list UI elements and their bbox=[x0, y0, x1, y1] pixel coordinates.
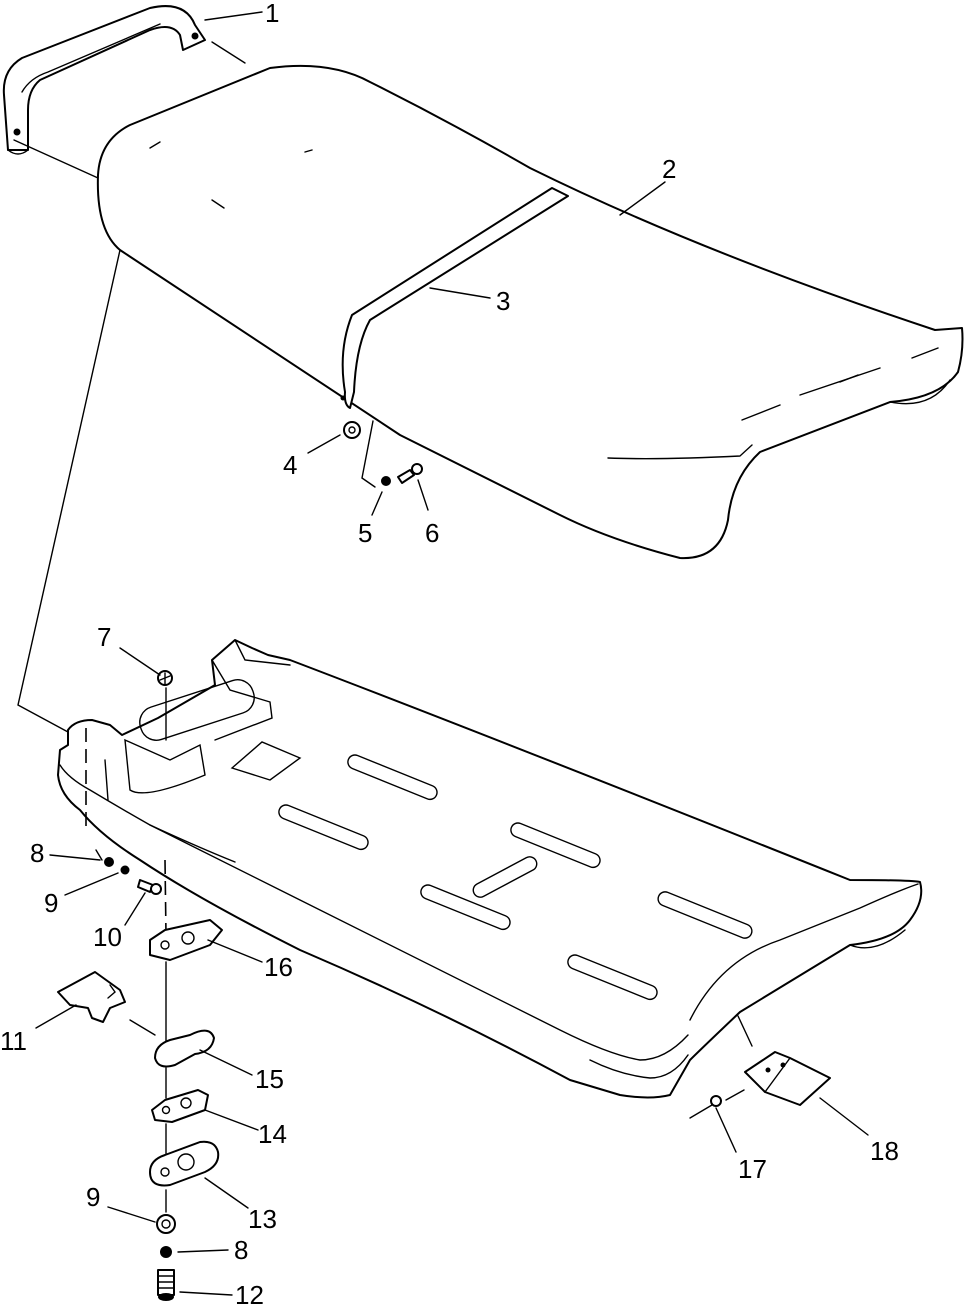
callout-9-upper: 9 bbox=[44, 888, 58, 918]
washer-nut-bolt-set bbox=[85, 728, 162, 895]
callout-16: 16 bbox=[264, 952, 293, 982]
seat-strap-part bbox=[340, 187, 569, 409]
callout-13: 13 bbox=[248, 1204, 277, 1234]
callout-7: 7 bbox=[97, 622, 111, 652]
callout-4: 4 bbox=[283, 450, 297, 480]
strap-fasteners bbox=[343, 420, 423, 488]
callout-3: 3 bbox=[496, 286, 510, 316]
callout-1: 1 bbox=[265, 0, 279, 28]
callout-9-lower: 9 bbox=[86, 1182, 100, 1212]
callout-8-upper: 8 bbox=[30, 838, 44, 868]
callout-10: 10 bbox=[93, 922, 122, 952]
seat-base-part bbox=[57, 639, 923, 1099]
seat-part bbox=[96, 64, 964, 560]
callout-11: 11 bbox=[0, 1026, 27, 1056]
callout-14: 14 bbox=[258, 1119, 287, 1149]
rivet-part-7 bbox=[157, 670, 173, 741]
callout-5: 5 bbox=[358, 518, 372, 548]
callout-2: 2 bbox=[662, 154, 676, 184]
callout-15: 15 bbox=[255, 1064, 284, 1094]
grab-handle-part bbox=[2, 5, 206, 155]
callout-labels: 1 2 3 4 5 6 7 8 9 10 11 12 13 14 15 16 1… bbox=[0, 0, 899, 1305]
projection-lines bbox=[13, 11, 869, 1296]
rear-bracket-set bbox=[689, 1015, 831, 1119]
callout-12: 12 bbox=[235, 1280, 264, 1305]
latch-assembly bbox=[57, 859, 223, 1301]
callout-17: 17 bbox=[738, 1154, 767, 1184]
callout-18: 18 bbox=[870, 1136, 899, 1166]
callout-8-lower: 8 bbox=[234, 1235, 248, 1265]
callout-6: 6 bbox=[425, 518, 439, 548]
